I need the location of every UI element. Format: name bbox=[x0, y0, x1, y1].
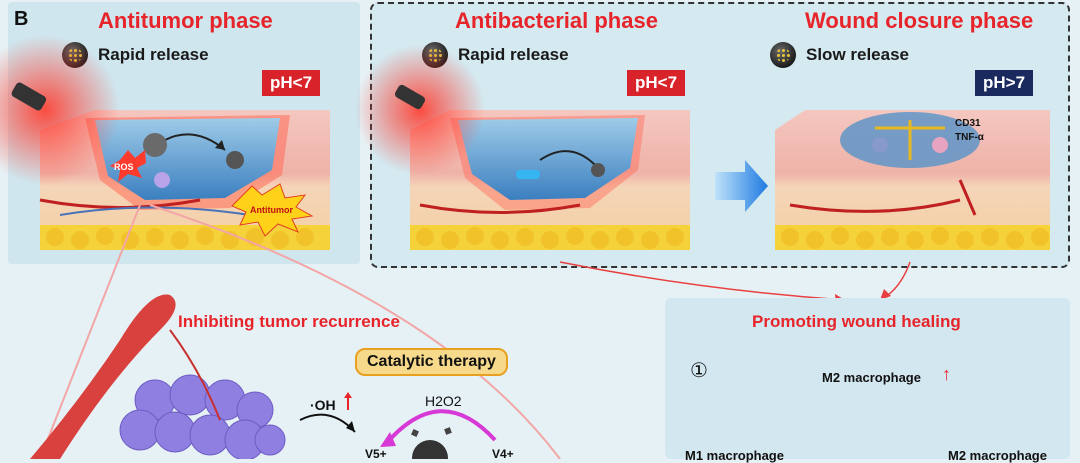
up-arrow-icon: ↑ bbox=[942, 364, 951, 384]
inhibiting-tumor-title: Inhibiting tumor recurrence bbox=[178, 312, 400, 331]
m1-macrophage-label: M1 macrophage bbox=[685, 448, 784, 463]
m2-macrophage-label: M2 macrophage bbox=[948, 448, 1047, 463]
v5-label: V5+ bbox=[365, 447, 387, 459]
wound-healing-panel bbox=[665, 298, 1070, 459]
tissue-block-antibacterial bbox=[355, 45, 690, 250]
h2o2-label: H2O2 bbox=[425, 393, 462, 409]
release-label: Slow release bbox=[806, 45, 910, 64]
tissue-block-wound-closure: CD31 TNF-α bbox=[775, 110, 1050, 250]
panel-letter: B bbox=[14, 8, 29, 30]
v4-label: V4+ bbox=[492, 447, 514, 459]
connector-antibacterial bbox=[559, 261, 846, 301]
antitumor-label: Antitumor bbox=[250, 205, 293, 215]
catalytic-therapy-badge: Catalytic therapy bbox=[355, 348, 508, 376]
connector-right bbox=[149, 204, 561, 459]
m2-increase-label: M2 macrophage bbox=[822, 370, 921, 385]
nanoparticle-icon bbox=[770, 42, 796, 68]
release-wound: Slow release bbox=[770, 42, 909, 68]
promoting-wound-title: Promoting wound healing bbox=[752, 312, 961, 331]
tumor-illustration bbox=[30, 294, 286, 459]
oh-label: ·OH bbox=[310, 397, 336, 413]
catalytic-therapy-label: Catalytic therapy bbox=[367, 353, 496, 370]
tissue-block-antitumor: ROS Antitumor bbox=[0, 35, 330, 250]
release-label: Rapid release bbox=[458, 45, 569, 64]
phase-title-wound-closure: Wound closure phase bbox=[805, 8, 1034, 33]
phase-transition-arrow bbox=[715, 160, 768, 212]
step-number: ① bbox=[690, 360, 708, 382]
tnf-label: TNF-α bbox=[955, 132, 985, 143]
phase-title-antitumor: Antitumor phase bbox=[98, 8, 273, 33]
connector-left bbox=[39, 204, 141, 459]
catalytic-cycle-arrow bbox=[383, 409, 497, 447]
phase-title-antibacterial: Antibacterial phase bbox=[455, 8, 658, 33]
cd31-label: CD31 bbox=[955, 118, 981, 129]
ph-badge-wound: pH>7 bbox=[975, 70, 1034, 96]
release-label: Rapid release bbox=[98, 45, 209, 64]
ph-badge-antitumor: pH<7 bbox=[262, 70, 321, 96]
ph-badge-antibacterial: pH<7 bbox=[627, 70, 686, 96]
ros-label: ROS bbox=[114, 162, 134, 172]
